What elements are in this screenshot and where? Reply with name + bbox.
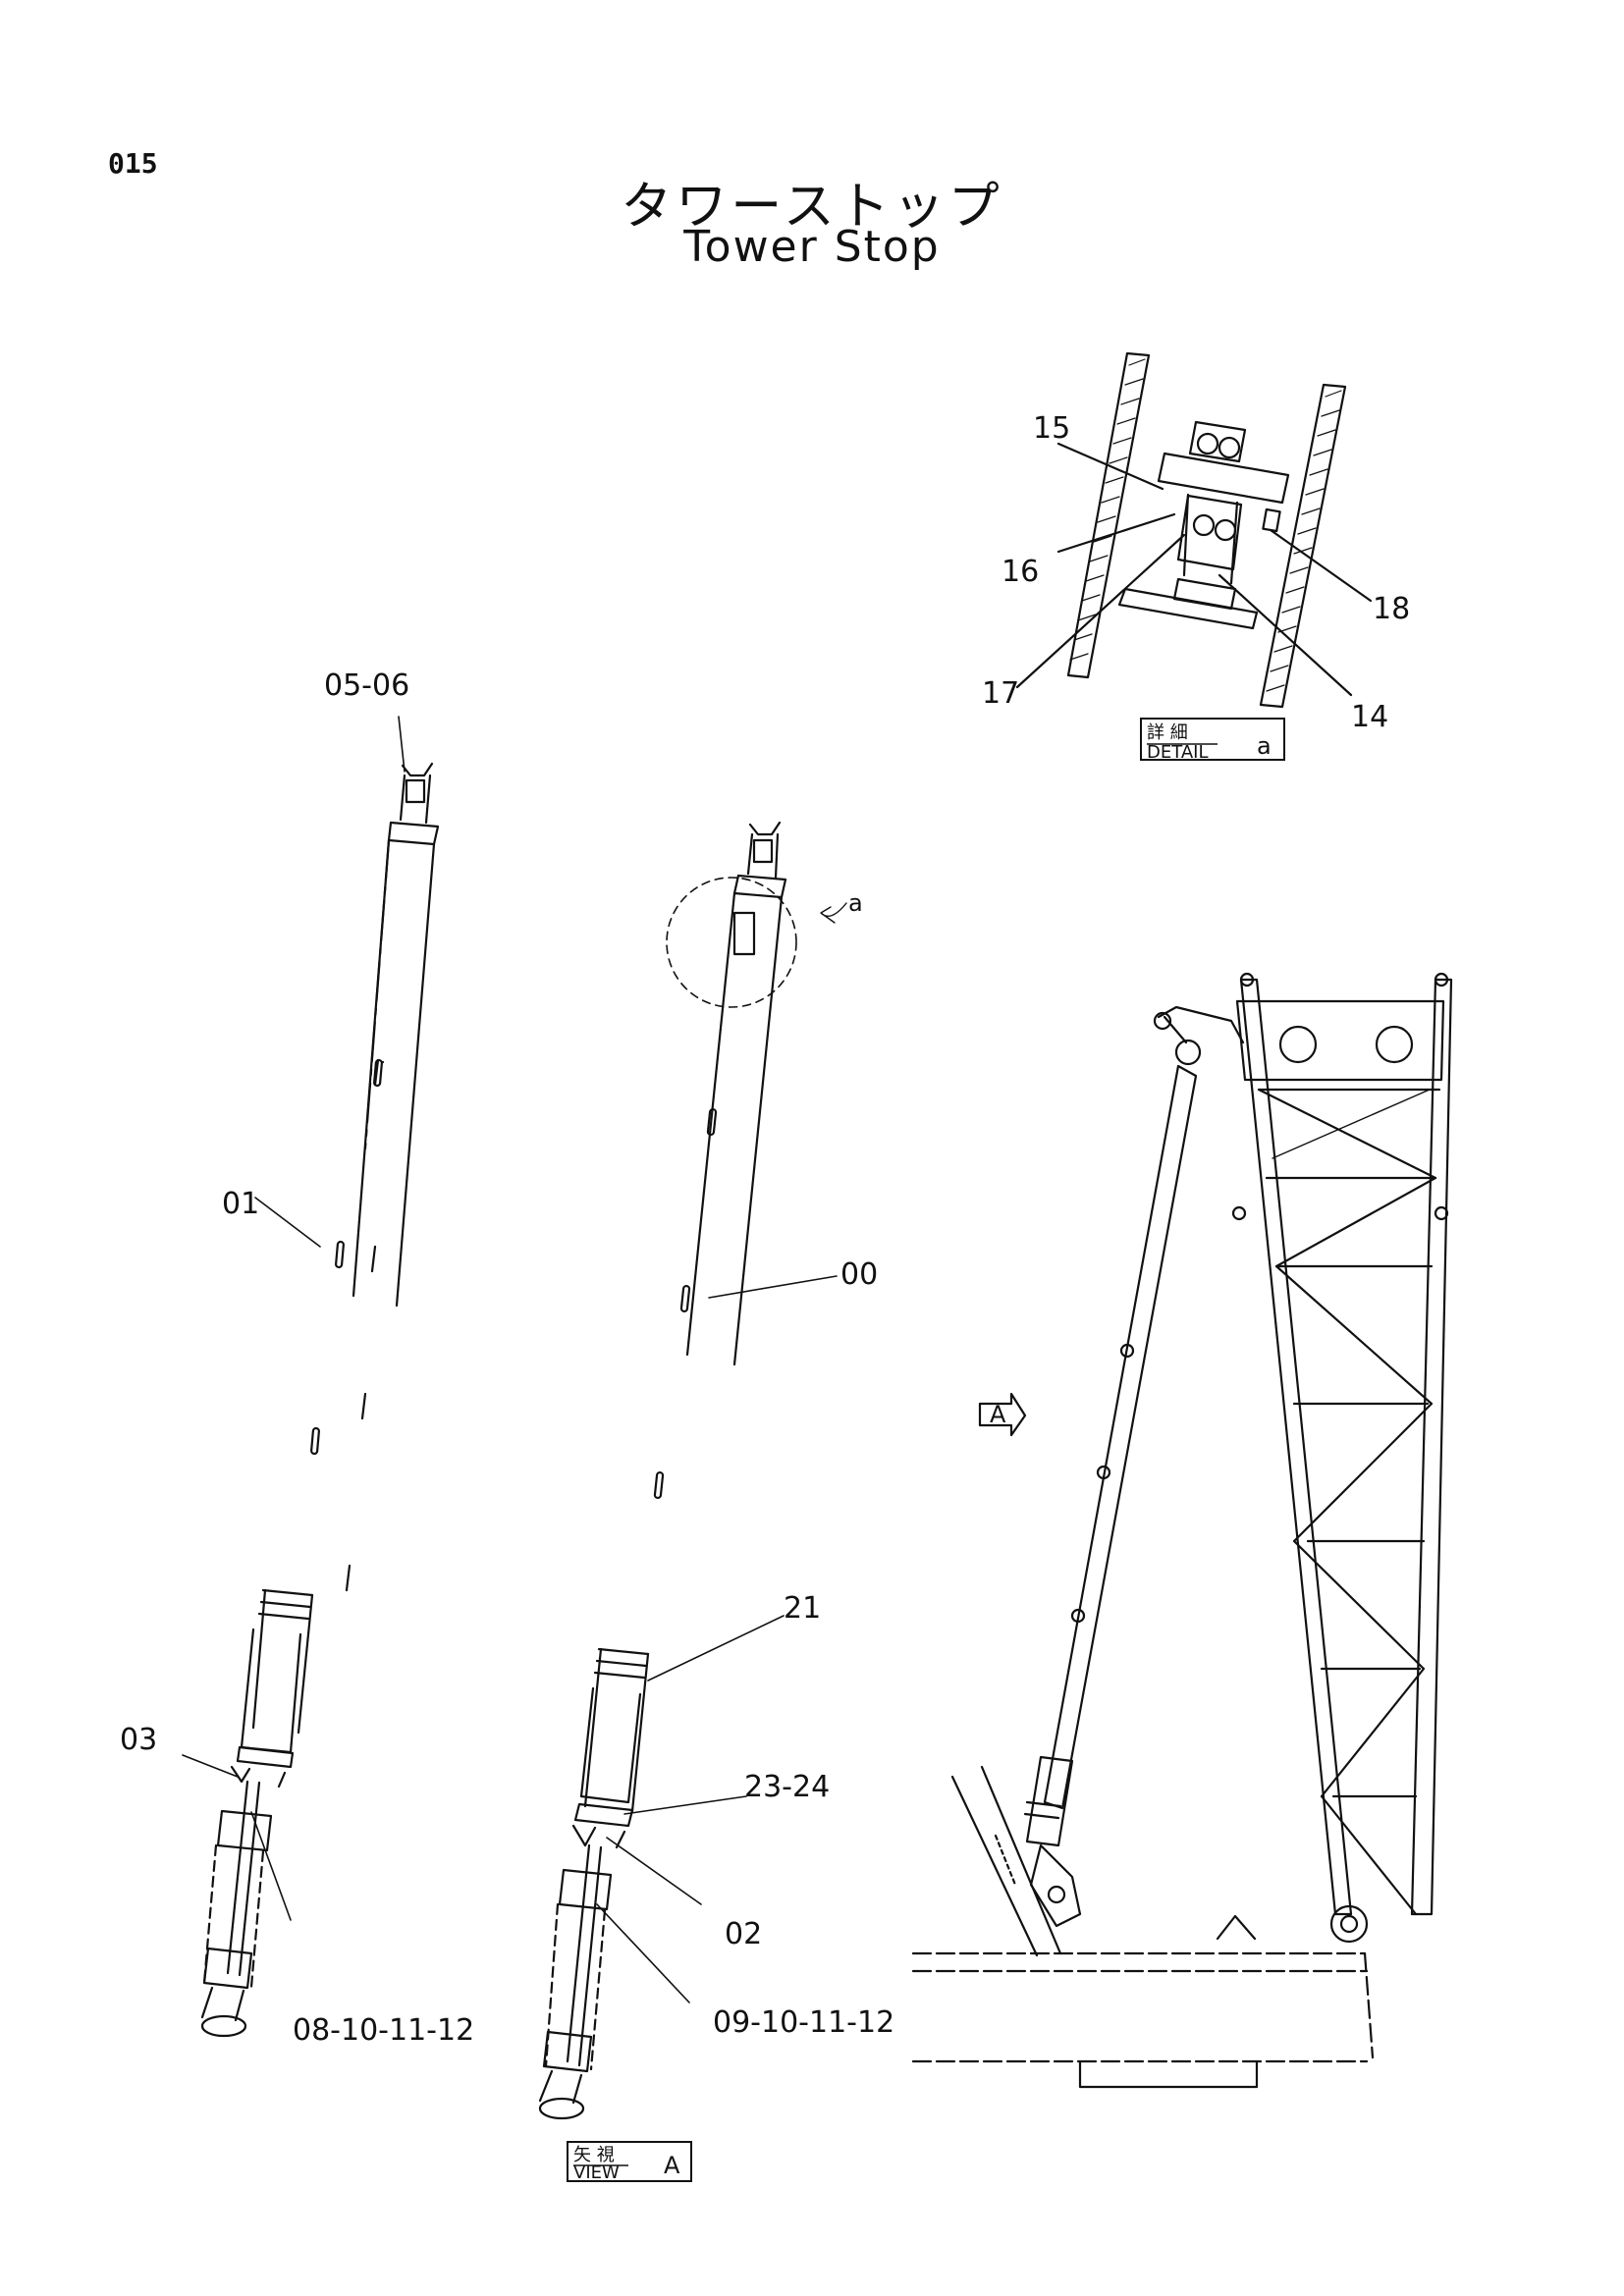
detail-tag-letter: a <box>1257 732 1272 760</box>
title-english: Tower Stop <box>683 222 941 272</box>
callout-a: a <box>848 889 863 917</box>
callout-A: A <box>990 1401 1006 1428</box>
callout-08-10-11-12: 08-10-11-12 <box>293 2013 474 2048</box>
detail-tag-jp: 詳 細 <box>1147 722 1188 743</box>
callout-labels: 05-06 01 03 08-10-11-12 00 21 23-24 02 0… <box>120 411 1410 2048</box>
detail-a-section-drawing <box>1015 351 1373 709</box>
callout-21: 21 <box>784 1591 821 1626</box>
callout-02: 02 <box>725 1917 762 1951</box>
title-japanese: タワーストップ <box>621 178 1003 237</box>
callout-17: 17 <box>982 676 1019 711</box>
view-tag-letter: A <box>664 2152 680 2179</box>
callout-03: 03 <box>120 1723 157 1757</box>
tower-stop-rod-assembly-left <box>200 762 440 2038</box>
callout-05-06: 05-06 <box>324 668 409 703</box>
callout-16: 16 <box>1001 555 1039 589</box>
view-tag-jp: 矢 視 <box>573 2145 615 2165</box>
callout-leader-lines <box>182 716 847 2003</box>
callout-15: 15 <box>1033 411 1070 446</box>
detail-tag-en: DETAIL <box>1147 742 1208 763</box>
tower-stop-rod-assembly-middle <box>538 821 797 2120</box>
callout-09-10-11-12: 09-10-11-12 <box>713 2005 894 2040</box>
page-number: 015 <box>108 147 158 180</box>
detail-a-tag: 詳 細 DETAIL a <box>1140 718 1285 763</box>
crane-boom-structure <box>911 972 1453 2089</box>
callout-01: 01 <box>222 1187 259 1221</box>
callout-14: 14 <box>1351 700 1388 734</box>
callout-23-24: 23-24 <box>744 1770 830 1804</box>
view-tag-en: VIEW <box>573 2163 620 2183</box>
callout-18: 18 <box>1373 592 1410 626</box>
callout-00: 00 <box>840 1257 878 1292</box>
view-a-tag: 矢 視 VIEW A <box>567 2141 692 2183</box>
